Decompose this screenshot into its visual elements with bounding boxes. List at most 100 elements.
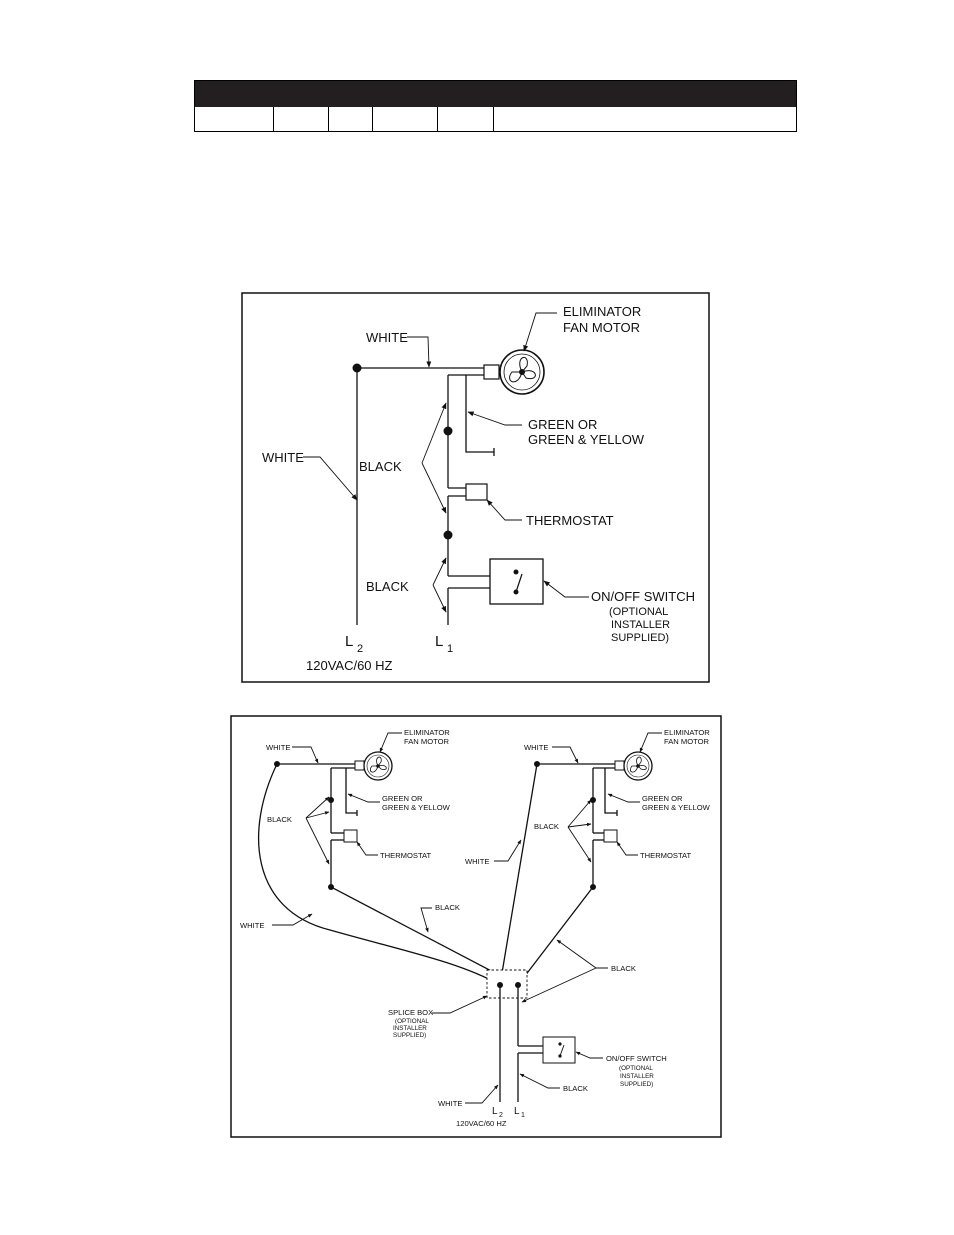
- header-cell: [438, 107, 494, 131]
- leader: [616, 841, 638, 856]
- label-l2: L: [345, 633, 353, 650]
- leader: [521, 967, 597, 1003]
- header-cell: [373, 107, 438, 131]
- header-bar: [195, 81, 796, 107]
- black-lower-leader-down: [432, 584, 447, 613]
- left-label-white-top: WHITE: [266, 743, 290, 752]
- junction-dot: [352, 363, 362, 373]
- leader: [567, 799, 592, 828]
- label-black-upper: BLACK: [359, 459, 402, 474]
- left-label-eliminator: ELIMINATOR: [404, 728, 450, 737]
- label-l1-sub: 1: [521, 1112, 525, 1119]
- label-white-top: WHITE: [366, 330, 408, 345]
- left-black-diag-wire: [330, 886, 519, 986]
- right-label-white-top: WHITE: [524, 743, 548, 752]
- left-ground-wire: [345, 768, 357, 814]
- leader: [420, 907, 432, 933]
- junction-dot: [328, 797, 334, 803]
- leader: [575, 1051, 603, 1059]
- label-bottom-white: WHITE: [438, 1099, 462, 1108]
- label-optional: (OPTIONAL: [609, 606, 668, 618]
- label-supplied: SUPPLIED): [611, 632, 669, 644]
- left-label-white-curve: WHITE: [240, 921, 264, 930]
- right-label-thermostat: THERMOSTAT: [640, 851, 692, 860]
- fan-motor-leader: [523, 312, 557, 352]
- leader: [567, 826, 592, 863]
- label-switch: ON/OFF SWITCH: [591, 589, 695, 604]
- left-label-green-or: GREEN OR: [382, 794, 423, 803]
- label-thermostat: THERMOSTAT: [526, 513, 614, 528]
- left-label-black: BLACK: [267, 815, 292, 824]
- label-power: 120VAC/60 HZ: [456, 1119, 507, 1128]
- header-cell: [195, 107, 274, 131]
- left-label-green-yellow: GREEN & YELLOW: [382, 803, 451, 812]
- label-splice-installer: INSTALLER: [393, 1025, 427, 1032]
- ground-wire: [465, 375, 494, 453]
- junction-dot: [590, 797, 596, 803]
- label-l2-sub: 2: [499, 1112, 503, 1119]
- black-leader-down: [421, 462, 447, 514]
- label-eliminator: ELIMINATOR: [563, 304, 641, 319]
- leader: [432, 995, 488, 1014]
- splice-box-icon: [486, 969, 528, 999]
- leader: [494, 839, 522, 862]
- leader: [356, 841, 378, 856]
- right-label-white-diag: WHITE: [465, 857, 489, 866]
- label-switch-supplied: SUPPLIED): [620, 1081, 653, 1088]
- leader: [292, 746, 319, 764]
- left-label-thermostat: THERMOSTAT: [380, 851, 432, 860]
- left-white-curve-wire: [257, 763, 501, 986]
- label-white-left: WHITE: [262, 450, 304, 465]
- right-label-black: BLACK: [534, 822, 559, 831]
- leader: [465, 1084, 499, 1104]
- left-label-black-diag: BLACK: [435, 903, 460, 912]
- leader: [347, 793, 380, 803]
- leader: [556, 939, 608, 969]
- label-l2: L: [492, 1106, 498, 1117]
- right-label-green-or: GREEN OR: [642, 794, 683, 803]
- black-lower-leader-up: [432, 557, 447, 586]
- label-switch-installer: INSTALLER: [620, 1073, 654, 1080]
- label-l1: L: [514, 1106, 520, 1117]
- label-green-yellow: GREEN & YELLOW: [528, 432, 645, 447]
- white-left-leader: [303, 456, 358, 501]
- right-black-diag-wire: [517, 886, 594, 986]
- right-white-diag-wire: [499, 763, 538, 986]
- left-thermostat-icon: [343, 829, 358, 843]
- label-l2-sub: 2: [357, 643, 363, 655]
- right-label-black-diag: BLACK: [611, 964, 636, 973]
- label-black-lower: BLACK: [366, 579, 409, 594]
- right-label-eliminator: ELIMINATOR: [664, 728, 710, 737]
- leader: [305, 817, 330, 865]
- right-label-green-yellow: GREEN & YELLOW: [642, 803, 711, 812]
- diagram2-frame: [230, 715, 722, 1138]
- label-switch: ON/OFF SWITCH: [606, 1054, 667, 1063]
- right-thermostat-icon: [603, 829, 618, 843]
- label-bottom-black: BLACK: [563, 1084, 588, 1093]
- header-row: [195, 107, 796, 131]
- switch-icon: [489, 558, 544, 605]
- label-splice-supplied: SUPPLIED): [393, 1032, 426, 1039]
- leader: [567, 822, 592, 828]
- leader: [379, 732, 402, 753]
- left-label-fan-motor: FAN MOTOR: [404, 737, 450, 746]
- junction-dot: [443, 426, 453, 436]
- label-fan-motor: FAN MOTOR: [563, 320, 640, 335]
- left-fan-motor-icon: [354, 751, 393, 781]
- single-fan-wiring-diagram: ELIMINATOR FAN MOTOR WHITE WHITE GREEN O…: [241, 292, 710, 683]
- label-green-or: GREEN OR: [528, 417, 597, 432]
- label-splice-box: SPLICE BOX: [388, 1008, 433, 1017]
- thermostat-leader: [486, 499, 522, 521]
- leader: [607, 793, 640, 803]
- header-table: [194, 80, 797, 132]
- right-ground-wire: [604, 768, 617, 814]
- label-l1-sub: 1: [447, 643, 453, 655]
- leader: [305, 811, 330, 819]
- leader: [639, 732, 662, 753]
- right-label-fan-motor: FAN MOTOR: [664, 737, 710, 746]
- leader: [305, 796, 330, 819]
- diagram1-frame: [241, 292, 710, 683]
- label-l1: L: [435, 633, 443, 650]
- thermostat-icon: [465, 483, 488, 501]
